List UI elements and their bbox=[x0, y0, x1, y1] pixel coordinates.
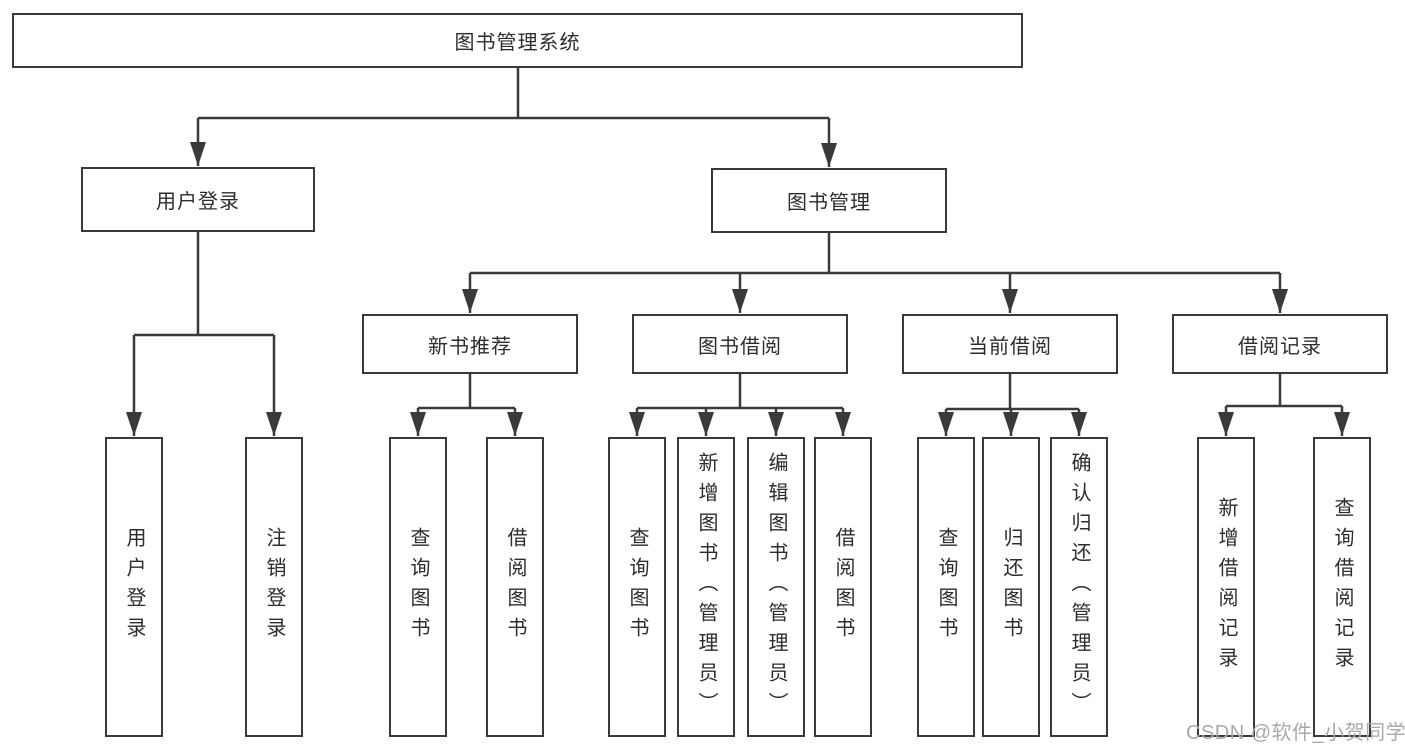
leaf-label: 注销登录 bbox=[263, 527, 285, 647]
node-new-book-recommend-label: 新书推荐 bbox=[428, 335, 512, 358]
leaf-label: 查询图书 bbox=[407, 527, 429, 647]
node-borrow-records-label: 借阅记录 bbox=[1238, 335, 1322, 358]
node-book-management-label: 图书管理 bbox=[787, 192, 871, 214]
leaf-label: 编辑图书（管理员） bbox=[765, 452, 787, 722]
leaf-query-books-borrow: 查询图书 bbox=[608, 437, 666, 737]
node-book-borrow: 图书借阅 bbox=[632, 314, 848, 374]
node-book-management: 图书管理 bbox=[711, 168, 947, 233]
node-root-label: 图书管理系统 bbox=[454, 32, 581, 54]
leaf-add-borrow-record: 新增借阅记录 bbox=[1197, 437, 1255, 737]
node-current-borrow: 当前借阅 bbox=[902, 314, 1118, 374]
leaf-label: 借阅图书 bbox=[832, 527, 854, 647]
leaf-query-books-current: 查询图书 bbox=[917, 437, 975, 737]
leaf-return-books: 归还图书 bbox=[982, 437, 1040, 737]
leaf-label: 查询图书 bbox=[626, 527, 648, 647]
node-user-login-label: 用户登录 bbox=[156, 191, 240, 213]
node-borrow-records: 借阅记录 bbox=[1172, 314, 1388, 374]
leaf-label: 归还图书 bbox=[1000, 527, 1022, 647]
leaf-add-books-admin: 新增图书（管理员） bbox=[677, 437, 735, 737]
leaf-confirm-return-admin: 确认归还（管理员） bbox=[1050, 437, 1108, 737]
leaf-edit-books-admin: 编辑图书（管理员） bbox=[747, 437, 805, 737]
csdn-watermark: CSDN @软件_小贺同学 bbox=[1186, 722, 1405, 744]
leaf-label: 新增图书（管理员） bbox=[695, 452, 717, 722]
leaf-label: 新增借阅记录 bbox=[1215, 497, 1237, 677]
node-new-book-recommend: 新书推荐 bbox=[362, 314, 578, 374]
leaf-label: 查询借阅记录 bbox=[1331, 497, 1353, 677]
leaf-query-books-recommend: 查询图书 bbox=[389, 437, 447, 737]
leaf-label: 借阅图书 bbox=[504, 527, 526, 647]
node-user-login: 用户登录 bbox=[81, 167, 315, 232]
node-current-borrow-label: 当前借阅 bbox=[968, 335, 1052, 358]
node-root: 图书管理系统 bbox=[12, 13, 1023, 68]
leaf-logout: 注销登录 bbox=[245, 437, 303, 737]
leaf-user-login: 用户登录 bbox=[105, 437, 163, 737]
leaf-query-borrow-record: 查询借阅记录 bbox=[1313, 437, 1371, 737]
leaf-borrow-books-recommend: 借阅图书 bbox=[486, 437, 544, 737]
leaf-label: 查询图书 bbox=[935, 527, 957, 647]
leaf-borrow-books: 借阅图书 bbox=[814, 437, 872, 737]
node-book-borrow-label: 图书借阅 bbox=[698, 335, 782, 358]
leaf-label: 用户登录 bbox=[123, 527, 145, 647]
leaf-label: 确认归还（管理员） bbox=[1068, 452, 1090, 722]
